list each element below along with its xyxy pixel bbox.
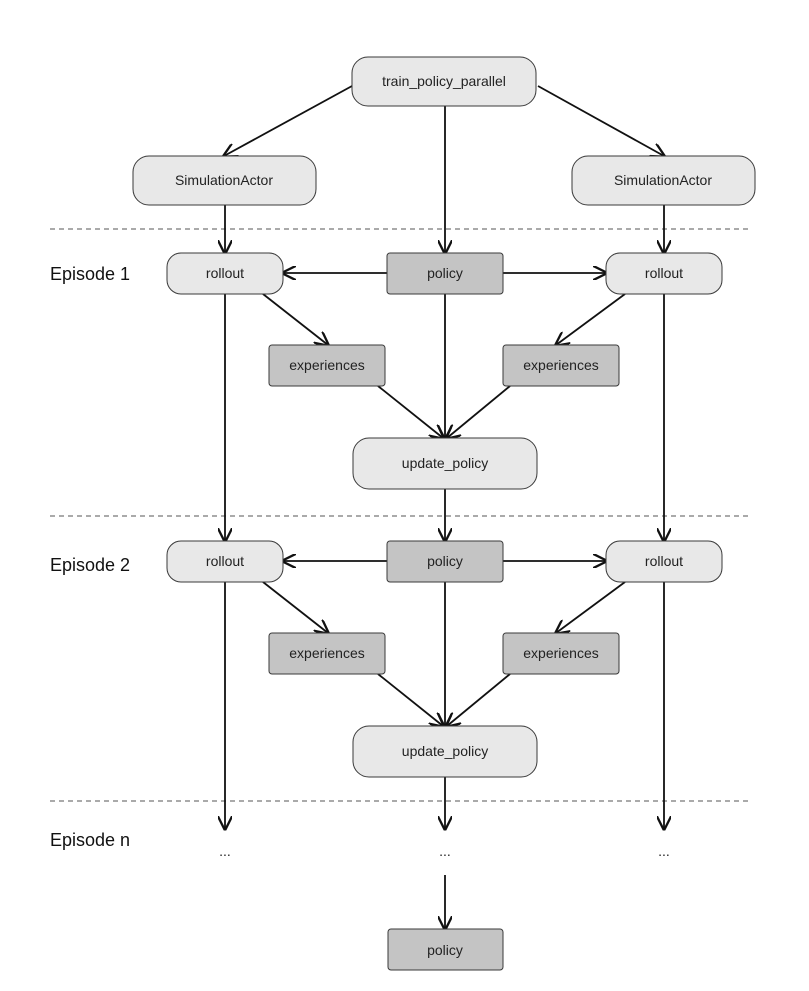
node-label: experiences [523, 357, 599, 373]
node-e2-experiences-left: experiences [268, 632, 386, 675]
node-e1-experiences-left: experiences [268, 344, 386, 387]
edges [224, 85, 664, 929]
edge-rollout2-left-to-exp [262, 581, 328, 633]
node-label: policy [427, 942, 463, 958]
episode-n-label: Episode n [50, 830, 130, 850]
edge-exp2-right-to-update [447, 673, 511, 726]
node-e2-rollout-left: rollout [166, 540, 284, 583]
edge-rollout2-right-to-exp [556, 581, 626, 633]
episode-1-label: Episode 1 [50, 264, 130, 284]
node-e2-experiences-right: experiences [502, 632, 620, 675]
node-label: SimulationActor [614, 172, 712, 188]
node-simulation-actor-left: SimulationActor [132, 155, 317, 206]
node-label: update_policy [402, 455, 488, 471]
edge-train-to-actor-left [224, 85, 353, 156]
node-label: train_policy_parallel [382, 73, 506, 89]
ellipsis-right: ... [658, 843, 670, 859]
node-label: experiences [289, 357, 365, 373]
node-label: experiences [289, 645, 365, 661]
node-label: rollout [206, 553, 244, 569]
node-label: SimulationActor [175, 172, 273, 188]
episode-2-label: Episode 2 [50, 555, 130, 575]
node-e2-update-policy: update_policy [352, 725, 538, 778]
edge-rollout-right-to-exp [556, 293, 626, 345]
node-final-policy: policy [387, 928, 504, 971]
edge-exp2-left-to-update [377, 673, 443, 726]
node-e1-update-policy: update_policy [352, 437, 538, 490]
ellipsis-center: ... [439, 843, 451, 859]
edge-rollout-left-to-exp [262, 293, 328, 345]
edge-train-to-actor-right [537, 85, 664, 156]
node-label: policy [427, 553, 463, 569]
node-e2-rollout-right: rollout [605, 540, 723, 583]
node-label: experiences [523, 645, 599, 661]
ellipsis-left: ... [219, 843, 231, 859]
edge-exp-left-to-update [377, 385, 443, 438]
node-e1-policy: policy [386, 252, 504, 295]
node-e1-rollout-left: rollout [166, 252, 284, 295]
node-label: update_policy [402, 743, 488, 759]
node-e1-experiences-right: experiences [502, 344, 620, 387]
node-label: rollout [206, 265, 244, 281]
node-label: rollout [645, 553, 683, 569]
node-e1-rollout-right: rollout [605, 252, 723, 295]
node-train-policy-parallel: train_policy_parallel [351, 56, 537, 107]
edge-exp-right-to-update [447, 385, 511, 438]
node-e2-policy: policy [386, 540, 504, 583]
node-label: rollout [645, 265, 683, 281]
node-simulation-actor-right: SimulationActor [571, 155, 756, 206]
node-label: policy [427, 265, 463, 281]
